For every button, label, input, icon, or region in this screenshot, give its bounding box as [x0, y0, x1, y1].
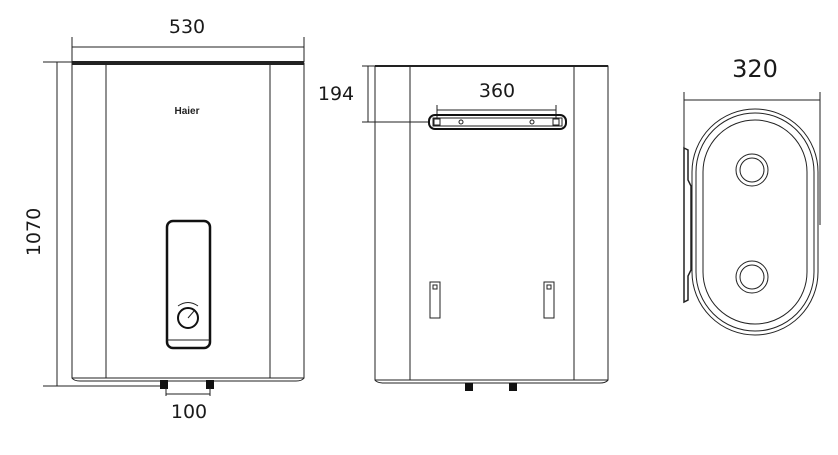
brand-logo: Haier — [174, 106, 199, 117]
pipe-spacing-label: 100 — [171, 401, 207, 423]
tank-outline — [691, 108, 819, 336]
mounting-bracket — [428, 114, 567, 130]
outlet-pipe — [206, 380, 214, 389]
pipe — [509, 383, 517, 391]
mounting-slot-right — [543, 281, 555, 319]
pipe — [465, 383, 473, 391]
bracket-width-label: 360 — [479, 80, 515, 102]
pipe-fitting — [735, 260, 769, 294]
bracket-offset-label: 194 — [318, 83, 354, 105]
control-panel — [165, 219, 212, 350]
width-dimension-label: 530 — [169, 16, 205, 38]
wall-bracket — [683, 146, 692, 304]
depth-dimension-label: 320 — [732, 55, 778, 83]
mounting-slot-left — [429, 281, 441, 319]
pipe-fitting — [735, 153, 769, 187]
inlet-pipe — [160, 380, 168, 389]
thermostat-dial — [177, 307, 199, 329]
height-dimension-label: 1070 — [23, 208, 45, 256]
front-view: 530 Haier 1070 100 — [23, 16, 305, 423]
rear-view: 194 360 — [318, 65, 609, 391]
front-body — [71, 62, 305, 379]
side-view: 320 — [683, 55, 821, 336]
